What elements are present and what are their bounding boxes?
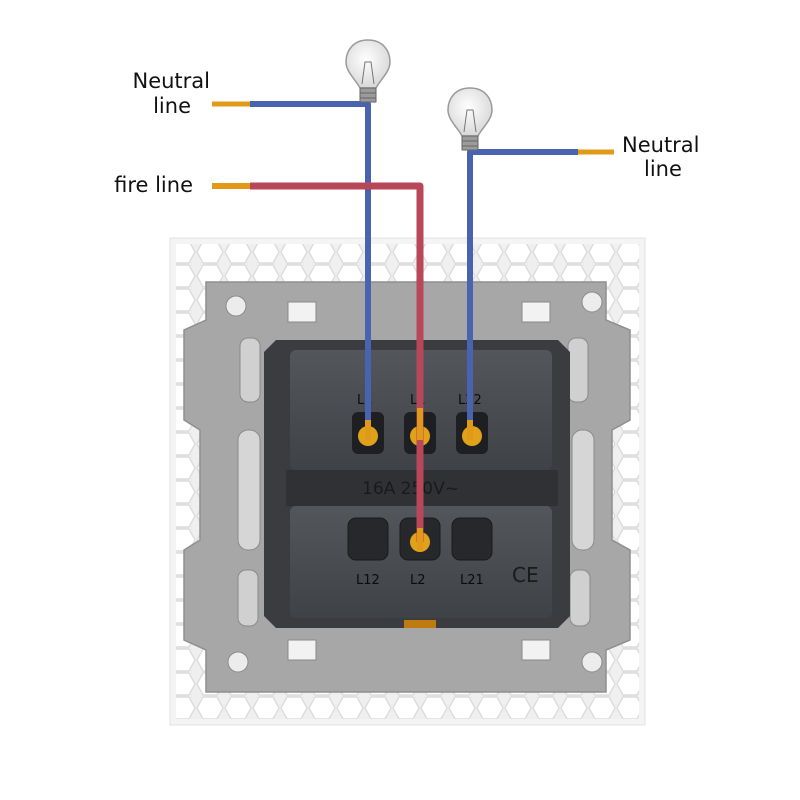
neutral-wire-right <box>467 149 578 436</box>
frame-slot <box>571 429 595 551</box>
clip <box>521 639 551 661</box>
rating-text: 16A 250V~ <box>362 479 459 499</box>
neutral-line-label-right-2: line <box>644 157 682 181</box>
terminal-label-L12: L12 <box>356 573 380 588</box>
fire-line-label: fire line <box>114 173 193 197</box>
ce-mark: CE <box>512 563 539 587</box>
clip <box>521 301 551 323</box>
neutral-wire-left <box>250 101 371 436</box>
mount-hole <box>227 651 249 673</box>
terminal-screw <box>451 517 493 561</box>
frame-slot <box>569 569 591 627</box>
clip <box>287 639 317 661</box>
neutral-line-label-right: Neutral <box>622 133 700 157</box>
terminal-screw <box>347 517 389 561</box>
terminal-label-L21: L21 <box>460 573 484 588</box>
frame-slot <box>239 337 261 403</box>
neutral-line-label-left: Neutral <box>132 69 210 93</box>
terminal-label-L2: L2 <box>410 573 426 588</box>
wires <box>212 101 614 550</box>
light-bulb-icon <box>447 87 493 151</box>
frame-slot <box>237 569 259 627</box>
mount-hole <box>581 291 603 313</box>
neutral-line-label-left-2: line <box>153 94 191 118</box>
clip <box>287 301 317 323</box>
light-bulb-icon <box>345 39 391 103</box>
mount-hole <box>225 295 247 317</box>
frame-slot <box>567 337 589 403</box>
frame-slot <box>237 429 261 551</box>
mount-hole <box>581 651 603 673</box>
